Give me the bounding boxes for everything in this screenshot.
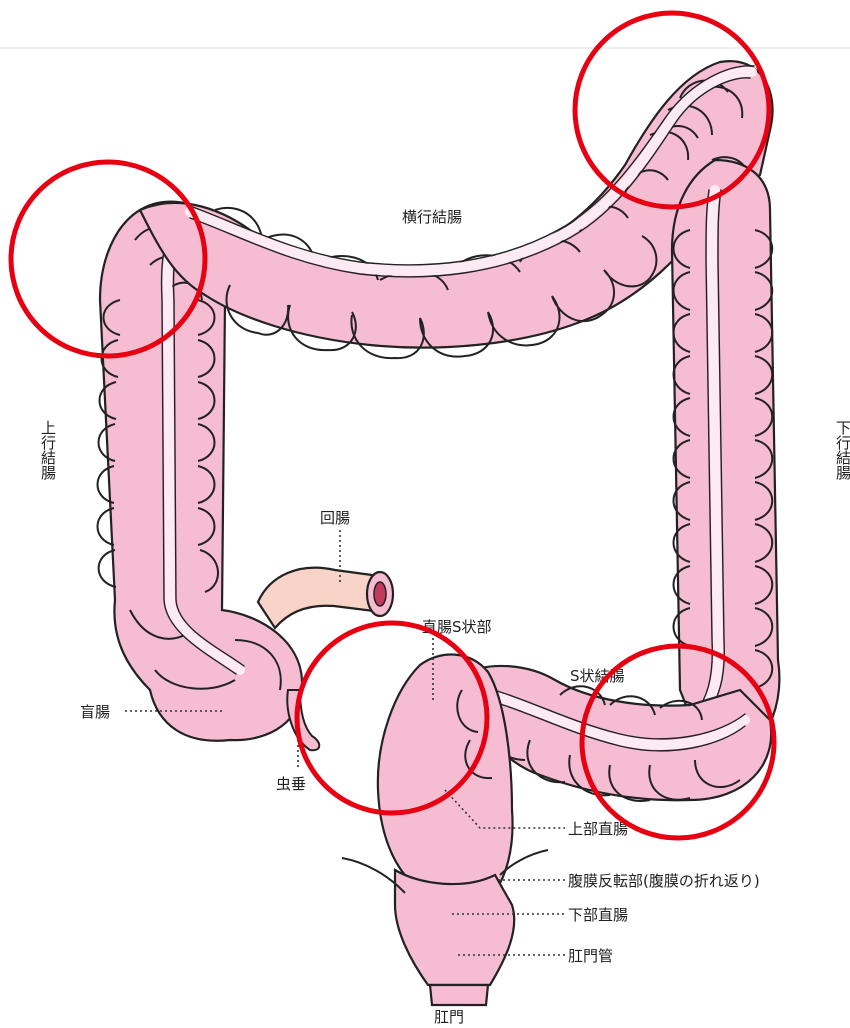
label-ascending-colon: 上行結腸 <box>39 420 57 481</box>
label-anal-canal: 肛門管 <box>568 947 613 965</box>
label-transverse-colon: 横行結腸 <box>402 208 462 226</box>
label-lower-rectum: 下部直腸 <box>568 906 628 924</box>
label-cecum: 盲腸 <box>80 703 110 721</box>
label-peritoneal-reflection: 腹膜反転部(腹膜の折れ返り) <box>568 872 760 890</box>
descending-colon <box>672 160 779 760</box>
label-appendix: 虫垂 <box>276 775 306 793</box>
label-upper-rectum: 上部直腸 <box>568 820 628 838</box>
label-anus: 肛門 <box>434 1008 464 1026</box>
label-descending-colon: 下行結腸 <box>834 420 850 481</box>
ileum <box>258 568 393 628</box>
label-ileum: 回腸 <box>320 509 350 527</box>
appendix <box>287 690 319 750</box>
